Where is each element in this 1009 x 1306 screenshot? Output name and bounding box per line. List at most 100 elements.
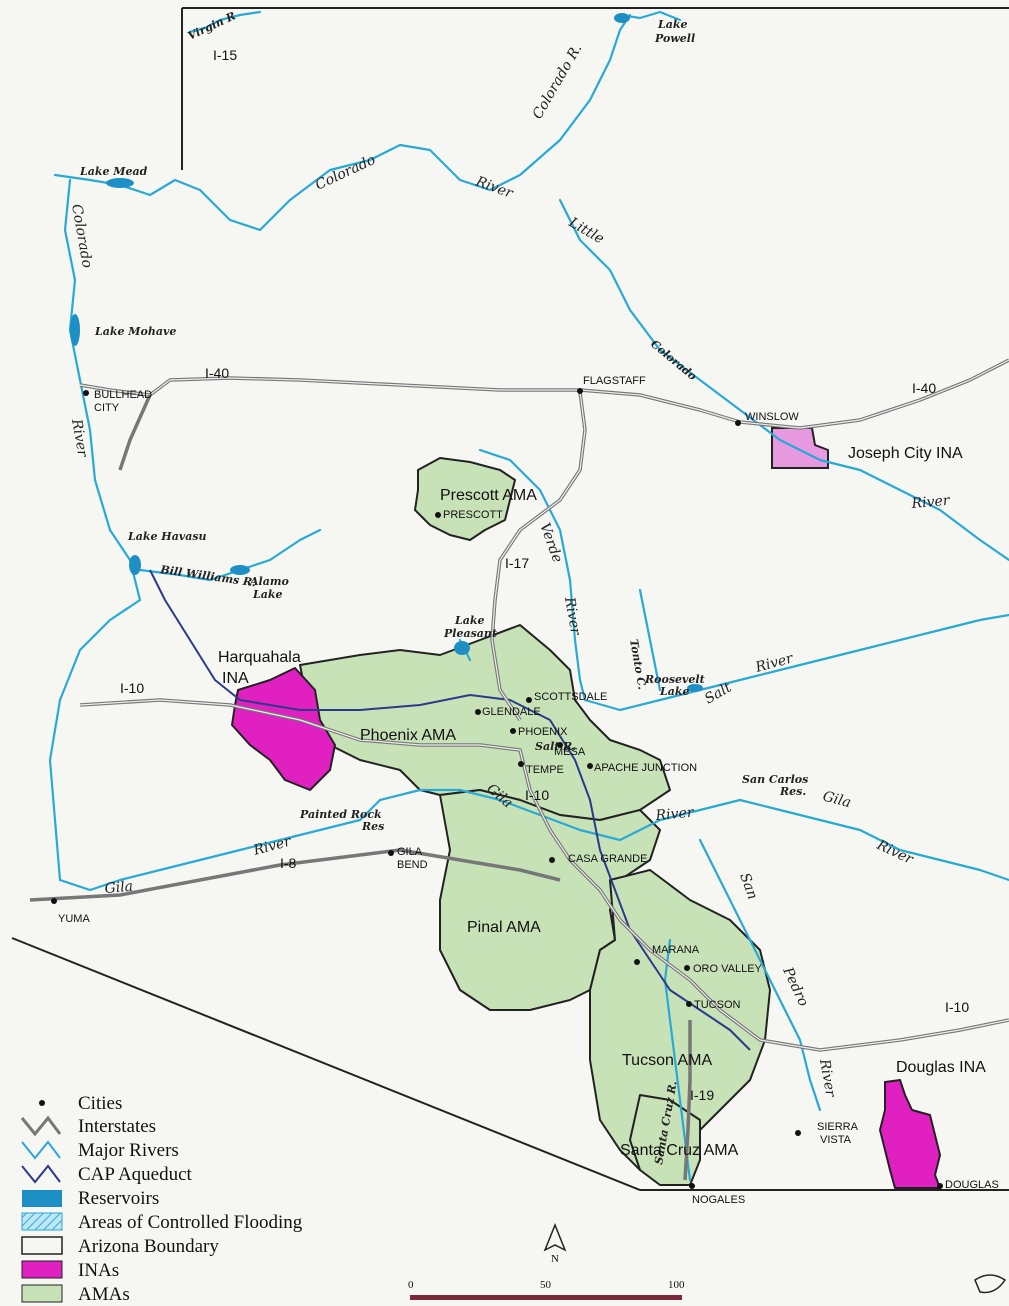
i40-west-label: I-40 bbox=[205, 365, 229, 381]
painted-rock-label-1: Painted Rock bbox=[299, 808, 382, 821]
i15-label: I-15 bbox=[213, 47, 237, 63]
san-carlos-label-2: Res. bbox=[779, 785, 806, 798]
scale-label-0: 0 bbox=[408, 1279, 414, 1291]
lake-mohave-label: Lake Mohave bbox=[94, 325, 176, 338]
city-labels: BULLHEAD CITY FLAGSTAFF WINSLOW PRESCOTT… bbox=[58, 375, 999, 1206]
city-label-apache-junction: APACHE JUNCTION bbox=[594, 762, 697, 774]
santa-cruz-ama-label: Santa Cruz AMA bbox=[620, 1142, 739, 1159]
river-gila-east-label: River bbox=[873, 837, 916, 868]
i10-west-label: I-10 bbox=[120, 680, 144, 696]
virgin-river-label: Virgin R bbox=[186, 9, 238, 42]
legend-ina-symbol bbox=[21, 1260, 63, 1279]
i19-label: I-19 bbox=[690, 1087, 714, 1103]
legend-label-cities: Cities bbox=[78, 1093, 122, 1114]
city-label-bullhead-2: CITY bbox=[94, 402, 120, 414]
lake-powell-label-1: Lake bbox=[657, 18, 687, 31]
scale-label-100: 100 bbox=[668, 1279, 685, 1291]
legend-label-amas: AMAs bbox=[78, 1284, 130, 1305]
legend: Cities Interstates Major Rivers CAP Aque… bbox=[20, 1093, 303, 1305]
reservoirs bbox=[70, 13, 703, 692]
city-label-oro-valley: ORO VALLEY bbox=[693, 963, 763, 975]
city-label-tucson: TUCSON bbox=[694, 999, 741, 1011]
city-label-phoenix: PHOENIX bbox=[518, 726, 568, 738]
river-little-colorado-label: River bbox=[910, 493, 951, 512]
roosevelt-lake-label-1: Roosevelt bbox=[644, 673, 705, 686]
major-rivers bbox=[48, 10, 1009, 1182]
north-arrow-icon bbox=[543, 1222, 567, 1252]
i10-center-label: I-10 bbox=[525, 787, 549, 803]
legend-label-inas: INAs bbox=[78, 1260, 119, 1281]
pedro-label: Pedro bbox=[779, 964, 811, 1009]
alamo-lake-label-1: Alamo bbox=[249, 575, 289, 588]
city-label-sierra-vista: SIERRA bbox=[817, 1121, 859, 1133]
city-label-tempe: TEMPE bbox=[526, 764, 564, 776]
legend-label-interstates: Interstates bbox=[78, 1116, 156, 1137]
city-label-gila-bend-2: BEND bbox=[397, 859, 428, 871]
colorado-mid-label: Colorado bbox=[313, 152, 378, 194]
prescott-ama-label: Prescott AMA bbox=[440, 487, 537, 504]
city-label-glendale: GLENDALE bbox=[482, 706, 541, 718]
city-markers bbox=[51, 388, 943, 1189]
highway-labels: I-15 I-40 I-40 I-17 I-10 I-10 I-10 I-8 I… bbox=[120, 47, 969, 1103]
river-mid-label: River bbox=[473, 173, 516, 202]
river-pedro-label: River bbox=[816, 1057, 839, 1099]
city-label-winslow: WINSLOW bbox=[745, 411, 799, 423]
i17-label: I-17 bbox=[505, 555, 529, 571]
scale-bar-line bbox=[410, 1295, 682, 1300]
north-label: N bbox=[551, 1253, 559, 1265]
legend-label-controlled-flooding: Areas of Controlled Flooding bbox=[78, 1212, 303, 1233]
painted-rock-label-2: Res bbox=[361, 820, 384, 833]
legend-interstate-symbol bbox=[20, 1115, 62, 1137]
river-center-label: River bbox=[654, 805, 695, 824]
harquahala-ina-label-1: Harquahala bbox=[218, 649, 301, 666]
city-label-yuma: YUMA bbox=[58, 913, 90, 925]
harquahala-ina-label-2: INA bbox=[222, 670, 249, 687]
city-label-douglas: DOUGLAS bbox=[945, 1179, 999, 1191]
roosevelt-lake-label-2: Lake bbox=[659, 685, 689, 698]
city-label-sierra-vista-2: VISTA bbox=[820, 1134, 852, 1146]
city-label-nogales: NOGALES bbox=[692, 1194, 745, 1206]
north-arrow: N bbox=[543, 1222, 567, 1265]
city-label-marana: MARANA bbox=[652, 944, 700, 956]
river-west-label: River bbox=[68, 417, 91, 459]
legend-label-cap-aqueduct: CAP Aqueduct bbox=[78, 1164, 193, 1185]
douglas-ina-label: Douglas INA bbox=[896, 1059, 986, 1076]
i8-label: I-8 bbox=[280, 855, 297, 871]
gila-west-label: Gila bbox=[104, 879, 134, 897]
lake-mead-label: Lake Mead bbox=[79, 165, 148, 178]
lake-pleasant-label-2: Pleasant bbox=[443, 627, 497, 640]
city-label-casa-grande: CASA GRANDE bbox=[568, 853, 647, 865]
lake-havasu-label: Lake Havasu bbox=[127, 530, 207, 543]
pinal-ama-label: Pinal AMA bbox=[467, 919, 541, 936]
lake-powell-label-2: Powell bbox=[654, 32, 695, 45]
city-label-gila-bend: GILA bbox=[397, 846, 423, 858]
joseph-city-ina-label: Joseph City INA bbox=[848, 445, 963, 462]
legend-boundary-symbol bbox=[21, 1236, 63, 1255]
tucson-ama-label: Tucson AMA bbox=[622, 1052, 712, 1069]
harquahala-ina-region bbox=[231, 667, 336, 791]
joseph-city-ina-region bbox=[771, 427, 829, 469]
lake-pleasant-label-1: Lake bbox=[454, 614, 484, 627]
legend-label-major-rivers: Major Rivers bbox=[78, 1140, 179, 1161]
scale-bar: 0 50 100 bbox=[408, 1279, 685, 1300]
legend-ama-symbol bbox=[21, 1284, 63, 1303]
city-label-prescott: PRESCOTT bbox=[443, 509, 503, 521]
compass-ornament-icon bbox=[974, 1274, 1007, 1294]
scale-label-50: 50 bbox=[540, 1279, 552, 1291]
city-label-flagstaff: FLAGSTAFF bbox=[583, 375, 646, 387]
cap-aqueduct bbox=[149, 569, 751, 1051]
city-label-scottsdale: SCOTTSDALE bbox=[534, 691, 607, 703]
legend-cap-symbol bbox=[21, 1164, 61, 1184]
legend-reservoir-symbol bbox=[22, 1190, 62, 1207]
city-label-mesa: MESA bbox=[554, 746, 586, 758]
colorado-west-label: Colorado bbox=[68, 203, 95, 269]
area-labels: Prescott AMA Phoenix AMA Pinal AMA Tucso… bbox=[218, 445, 986, 1159]
legend-flooding-symbol bbox=[21, 1212, 63, 1231]
douglas-ina-region bbox=[879, 1079, 941, 1189]
legend-label-reservoirs: Reservoirs bbox=[78, 1188, 159, 1209]
san-label: San bbox=[736, 871, 760, 902]
city-label-bullhead: BULLHEAD bbox=[94, 389, 152, 401]
legend-label-boundary: Arizona Boundary bbox=[78, 1236, 219, 1257]
legend-river-symbol bbox=[21, 1140, 61, 1160]
